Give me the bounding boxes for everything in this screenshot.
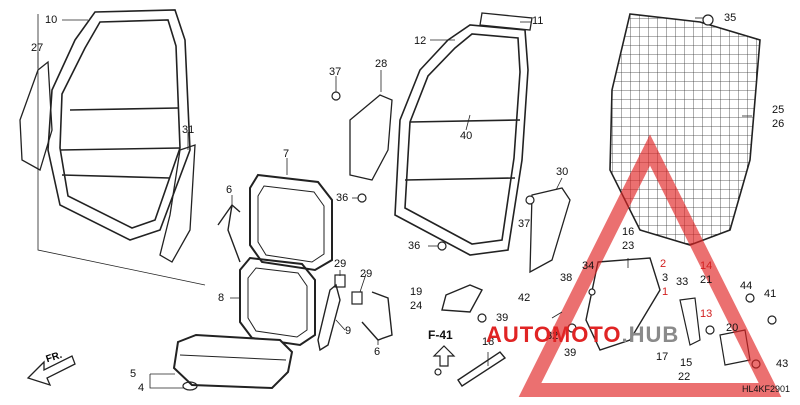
callout-26: 26 xyxy=(772,118,785,130)
callout-23: 23 xyxy=(622,240,635,252)
callout-24: 24 xyxy=(410,300,423,312)
clip-4 xyxy=(182,381,198,391)
watermark-triangle xyxy=(518,134,782,397)
callout-29-left: 29 xyxy=(334,258,347,270)
group-border xyxy=(37,14,206,286)
seat-cushion-5-edge xyxy=(179,354,287,361)
callout-28: 28 xyxy=(375,58,388,70)
lever-23 xyxy=(585,257,661,351)
clip-f41 xyxy=(434,368,442,376)
callout-20: 20 xyxy=(726,322,739,334)
callout-37-right: 37 xyxy=(518,218,531,230)
callout-17: 17 xyxy=(656,351,669,363)
callout-43: 43 xyxy=(776,358,789,370)
bracket-24 xyxy=(441,284,483,313)
seat-back-frame-center xyxy=(394,24,529,256)
callout-31: 31 xyxy=(182,124,195,136)
wire-6-right xyxy=(361,291,393,341)
cushion-frame-8 xyxy=(239,256,316,347)
callout-19: 19 xyxy=(410,286,423,298)
callout-1: 1 xyxy=(662,286,669,298)
callout-18: 18 xyxy=(482,336,495,348)
callout-2: 2 xyxy=(660,258,667,270)
front-direction-arrow xyxy=(26,355,76,387)
link-33 xyxy=(679,297,701,346)
callout-10: 10 xyxy=(45,14,58,26)
callout-6-right: 6 xyxy=(374,346,381,358)
seat-back-frame-left xyxy=(47,9,191,241)
callout-21: 21 xyxy=(700,274,713,286)
callout-15: 15 xyxy=(680,357,693,369)
callout-13: 13 xyxy=(700,308,713,320)
back-panel-25 xyxy=(609,13,761,246)
watermark-text: AUTOMOTO.HUB xyxy=(486,322,679,348)
callout-33: 33 xyxy=(676,276,689,288)
callout-6-left: 6 xyxy=(226,184,233,196)
callout-34: 34 xyxy=(582,260,595,272)
callout-25: 25 xyxy=(772,104,785,116)
bolt-34 xyxy=(588,288,596,296)
callout-35: 35 xyxy=(724,12,737,24)
clip-29b xyxy=(351,291,363,305)
wire-6-left xyxy=(217,203,241,263)
bolt-37b xyxy=(525,195,535,205)
bracket-27 xyxy=(19,60,53,171)
callout-38: 38 xyxy=(560,272,573,284)
callout-44: 44 xyxy=(740,280,753,292)
watermark-text-part2: .HUB xyxy=(621,322,680,347)
nut-41 xyxy=(767,315,777,325)
callout-14: 14 xyxy=(700,260,713,272)
callout-39-left: 39 xyxy=(496,312,509,324)
nut-39a xyxy=(477,313,487,323)
bracket-30 xyxy=(529,187,571,274)
bolt-44 xyxy=(745,293,755,303)
callout-7: 7 xyxy=(283,148,290,160)
seat-cushion-5 xyxy=(172,333,294,390)
watermark-text-part1: AUTOMOTO xyxy=(486,322,622,347)
washer-20 xyxy=(705,325,715,335)
cushion-frame-8-inner xyxy=(247,267,308,338)
bolt-36b xyxy=(437,241,447,251)
cover-11 xyxy=(479,12,533,31)
cushion-frame-7-inner xyxy=(257,185,325,263)
strut-9 xyxy=(317,283,341,352)
view-arrow xyxy=(432,345,456,367)
callout-27: 27 xyxy=(31,42,44,54)
callout-22: 22 xyxy=(678,371,691,383)
callout-5: 5 xyxy=(130,368,137,380)
callout-37-top: 37 xyxy=(329,66,342,78)
callout-39-right: 39 xyxy=(564,347,577,359)
bolt-35 xyxy=(702,14,714,26)
callout-11: 11 xyxy=(532,15,544,27)
bolt-36a xyxy=(357,193,367,203)
callout-12: 12 xyxy=(414,35,427,47)
view-label: F-41 xyxy=(428,328,453,342)
bolt-37a xyxy=(331,91,341,101)
leader-lines xyxy=(37,17,752,389)
callout-4: 4 xyxy=(138,382,145,394)
damper-18 xyxy=(457,351,507,387)
reference-code: HL4KF2901 xyxy=(741,384,790,394)
callout-9: 9 xyxy=(345,325,352,337)
callout-3: 3 xyxy=(662,272,669,284)
callout-36-lower: 36 xyxy=(408,240,421,252)
callout-30: 30 xyxy=(556,166,569,178)
callout-42: 42 xyxy=(518,292,531,304)
callout-36-upper: 36 xyxy=(336,192,349,204)
cushion-frame-7 xyxy=(249,173,333,272)
cover-28 xyxy=(349,94,393,181)
callout-32: 32 xyxy=(546,330,559,342)
bracket-31 xyxy=(159,144,196,263)
callout-16: 16 xyxy=(622,226,635,238)
callout-40: 40 xyxy=(460,130,473,142)
callout-29-right: 29 xyxy=(360,268,373,280)
callout-8: 8 xyxy=(218,292,225,304)
callout-41: 41 xyxy=(764,288,777,300)
